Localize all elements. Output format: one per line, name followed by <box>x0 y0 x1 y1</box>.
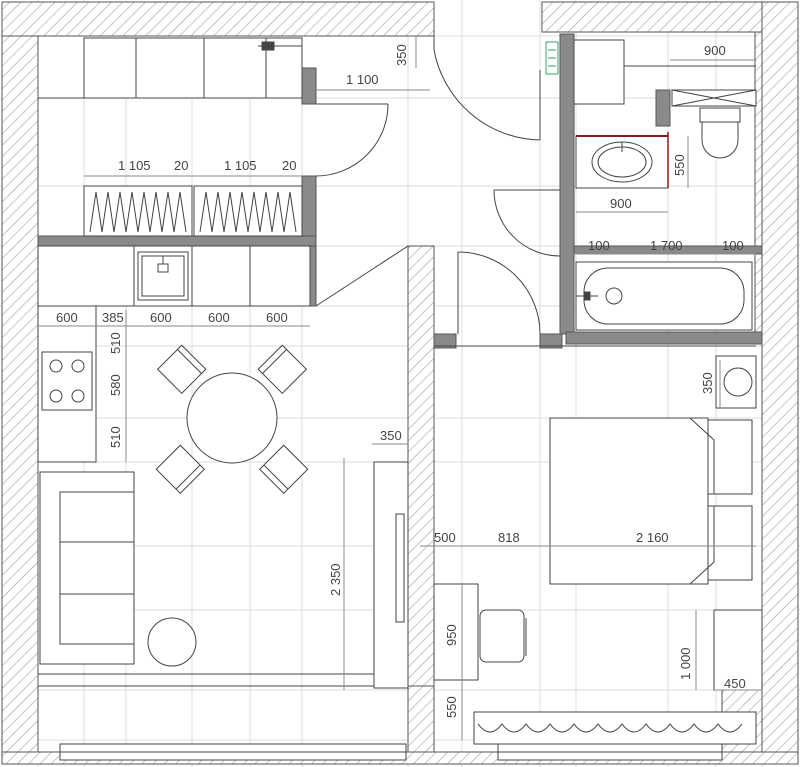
desk <box>433 583 479 681</box>
desk-chair <box>479 609 525 663</box>
bedroom-furniture <box>433 345 763 745</box>
dim-900-sink: 900 <box>610 196 632 211</box>
dim-950: 950 <box>444 624 459 646</box>
dim-600-c: 600 <box>208 310 230 325</box>
cooktop <box>41 351 93 411</box>
kitchen-counter <box>37 245 311 463</box>
dim-550-sink: 550 <box>672 154 687 176</box>
sofa <box>39 471 197 667</box>
dining-table <box>186 372 278 464</box>
dim-100-a: 100 <box>588 238 610 253</box>
wardrobe-bedroom <box>713 609 763 691</box>
window-bottom <box>59 743 723 761</box>
pouf <box>147 617 197 667</box>
dim-900-top: 900 <box>704 43 726 58</box>
wall-top-right <box>541 1 799 33</box>
wall-right <box>761 1 799 765</box>
wall-top-left <box>1 1 435 37</box>
wall-bedroom-bottom <box>407 685 435 753</box>
wall-left <box>1 1 39 765</box>
tv <box>395 513 405 623</box>
bathroom-fixtures <box>545 39 757 331</box>
bed <box>549 417 709 585</box>
dimension-lines <box>38 36 762 740</box>
dim-1700: 1 700 <box>650 238 683 253</box>
dimension-labels: 350 1 100 900 1 105 20 1 105 20 550 900 … <box>56 43 746 718</box>
dim-818: 818 <box>498 530 520 545</box>
dim-600-a: 600 <box>56 310 78 325</box>
dim-550-desk: 550 <box>444 696 459 718</box>
dim-350-night: 350 <box>700 372 715 394</box>
dining-set <box>155 344 309 495</box>
dim-2160: 2 160 <box>636 530 669 545</box>
toilet-cistern <box>699 107 741 123</box>
wall-partition-hall <box>407 245 435 687</box>
wall-bath-right <box>754 31 763 333</box>
dim-350-wardrobe: 350 <box>380 428 402 443</box>
dim-1100: 1 100 <box>346 72 379 87</box>
dim-100-b: 100 <box>722 238 744 253</box>
dim-20-b: 20 <box>282 158 296 173</box>
wardrobe-unit <box>83 185 303 237</box>
dim-385: 385 <box>102 310 124 325</box>
dim-1000: 1 000 <box>678 647 693 680</box>
dim-1105-b: 1 105 <box>224 158 257 173</box>
dim-350-kitchen: 350 <box>394 44 409 66</box>
dim-510-a: 510 <box>108 332 123 354</box>
dim-500: 500 <box>434 530 456 545</box>
dim-2350: 2 350 <box>328 563 343 596</box>
dim-600-b: 600 <box>150 310 172 325</box>
doors <box>315 36 561 335</box>
dim-580: 580 <box>108 374 123 396</box>
living-room-lines <box>38 461 409 689</box>
kitchen-upper-cabinets <box>38 37 303 99</box>
dim-20-a: 20 <box>174 158 188 173</box>
dim-1105-a: 1 105 <box>118 158 151 173</box>
dim-510-b: 510 <box>108 426 123 448</box>
dim-600-d: 600 <box>266 310 288 325</box>
dim-450: 450 <box>724 676 746 691</box>
